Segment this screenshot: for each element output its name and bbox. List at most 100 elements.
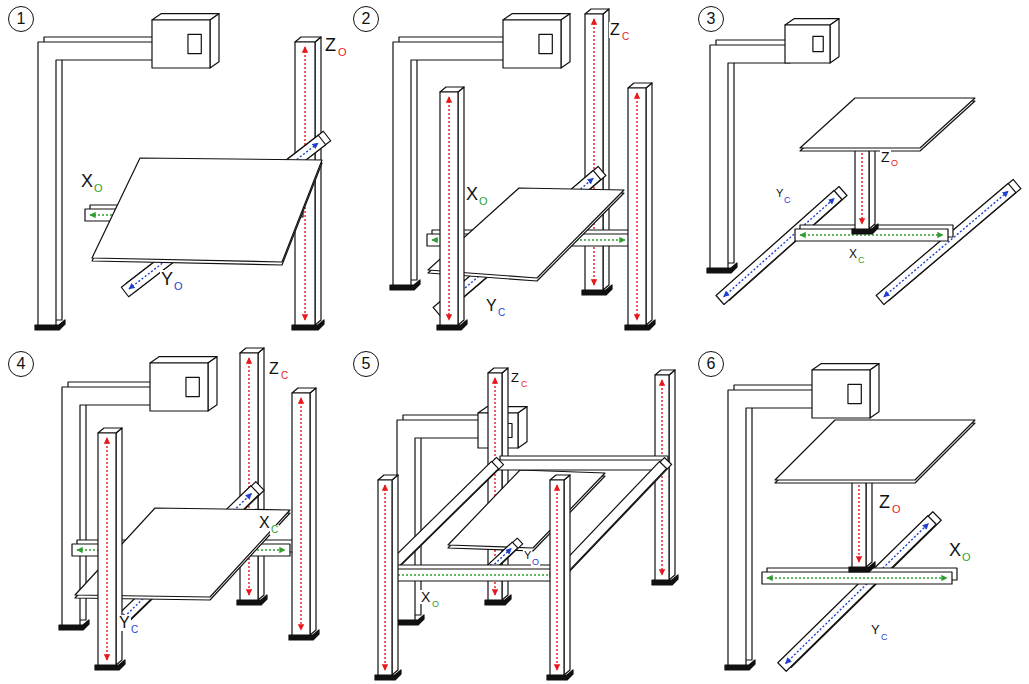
axis-arrow [661,380,662,575]
column-top [240,348,264,353]
rail [716,191,842,305]
column-top [585,9,609,14]
printhead-window [813,36,823,51]
axis-letter: Y [160,270,174,288]
panel-number-text: 4 [17,356,26,372]
axis-letter: Z [878,493,891,511]
panel-number: 1 [8,6,34,32]
printhead-top [150,357,217,363]
panel-number-text: 2 [362,11,371,27]
axis-subscript: C [130,625,139,635]
rail [385,569,560,581]
rail [876,183,1016,304]
axis-subscript: C [621,32,630,42]
printhead [503,20,561,68]
axis-subscript: O [890,159,899,168]
printhead [152,20,210,68]
axis-subscript: C [280,371,289,381]
axis-arrow [448,97,449,320]
axis-subscript: C [520,380,529,389]
printhead-side [561,14,570,68]
column [292,393,310,635]
column [628,88,646,325]
printer-5 [375,368,678,680]
printhead-side [210,14,219,68]
axis-subscript: C [497,308,506,318]
axis-letter: Z [510,371,520,384]
axis-letter: X [258,515,271,531]
column [550,480,564,675]
axis-arrow [300,398,301,630]
column-top [440,87,464,92]
rail [556,462,666,577]
printhead [150,363,208,411]
column [585,14,603,290]
printhead-top [152,14,219,20]
column-side [310,388,316,635]
printer-1 [35,14,331,330]
column-side [603,9,609,290]
axis-letter: Y [485,298,498,314]
build-plate [800,98,975,148]
axis-letter: X [80,172,94,190]
axis-arrow [248,358,249,595]
column-side [866,475,872,567]
axis-subscript: O [93,183,104,194]
column-top [292,388,316,393]
axis-subscript: O [478,196,489,207]
column [378,480,392,675]
axis-arrow [884,191,1008,297]
column-side [564,475,570,675]
printhead-side [208,357,217,411]
column-top [295,37,321,42]
axis-subscript: O [531,558,540,567]
axis-arrow [384,485,385,670]
axis-arrow [858,485,859,562]
column-top [488,368,508,373]
panel-number: 3 [698,6,724,32]
column-side [646,83,652,325]
gantry [710,45,790,268]
printhead-window [848,384,861,403]
axis-letter: Y [118,615,131,631]
printhead-top [503,14,570,20]
build-plate [92,158,322,262]
axis-subscript: O [431,600,440,609]
printer-4 [59,348,319,670]
axis-arrow [767,577,947,578]
printer-6 [725,364,975,672]
printer-3 [707,19,1021,305]
panel-number: 4 [8,351,34,377]
axis-letter: X [420,590,431,604]
printhead-window [539,34,552,53]
axis-arrow [390,574,555,575]
column-top [378,475,398,480]
axis-subscript: O [173,281,184,292]
panel-number: 2 [353,6,379,32]
build-plate [775,420,975,480]
axis-subscript: C [880,633,889,642]
axis-arrow [556,485,557,670]
printhead-side [830,19,839,63]
rail [495,460,663,470]
column [855,148,869,229]
printhead-window [186,377,199,396]
column-top [550,475,570,480]
column-side [458,87,464,325]
column-side [669,370,675,580]
axis-subscript: C [857,256,866,265]
axis-arrow [636,93,637,320]
column-top [655,370,675,375]
axis-letter: Z [609,22,621,38]
panel-number: 5 [353,351,379,377]
panel-number: 6 [698,351,724,377]
printhead-side [870,364,879,418]
column-top [628,83,652,88]
axis-letter: Z [268,361,280,377]
axis-letter: X [465,185,479,203]
printhead [785,25,830,63]
column-side [315,37,321,325]
axis-letter: X [948,541,962,559]
